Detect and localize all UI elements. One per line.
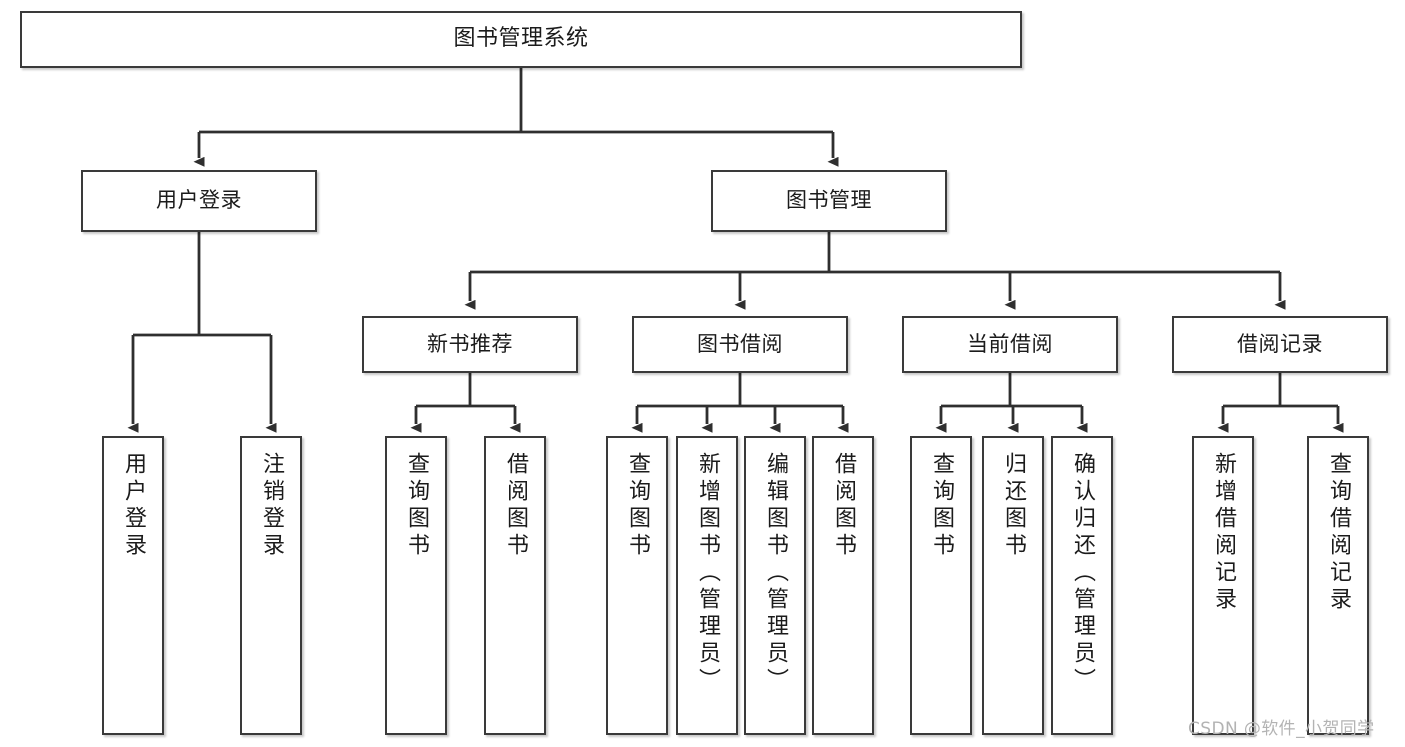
node-user-login[interactable]: 用户登录 (81, 170, 317, 232)
node-leaf-logout[interactable]: 注销登录 (240, 436, 302, 735)
node-leaf-query-record-label: 查询借阅记录 (1326, 452, 1351, 614)
node-book-manage-label: 图书管理 (786, 188, 872, 213)
node-leaf-query-book-3-label: 查询图书 (929, 452, 954, 560)
node-root-label: 图书管理系统 (453, 26, 589, 52)
node-leaf-return-book[interactable]: 归还图书 (982, 436, 1044, 735)
node-root[interactable]: 图书管理系统 (20, 11, 1022, 68)
node-leaf-add-record-label: 新增借阅记录 (1211, 452, 1236, 614)
node-current-borrow-label: 当前借阅 (967, 331, 1053, 356)
node-new-book-rec-label: 新书推荐 (427, 331, 513, 356)
node-borrow-record[interactable]: 借阅记录 (1172, 316, 1388, 373)
node-leaf-user-login[interactable]: 用户登录 (102, 436, 164, 735)
node-leaf-user-login-label: 用户登录 (121, 452, 146, 560)
node-leaf-query-book-1[interactable]: 查询图书 (385, 436, 447, 735)
node-book-borrow-label: 图书借阅 (697, 331, 783, 356)
node-user-login-label: 用户登录 (156, 188, 242, 213)
node-leaf-borrow-book-2-label: 借阅图书 (831, 452, 856, 560)
node-leaf-add-book[interactable]: 新增图书（管理员） (676, 436, 738, 735)
node-leaf-logout-label: 注销登录 (259, 452, 284, 560)
node-book-borrow[interactable]: 图书借阅 (632, 316, 848, 373)
node-leaf-confirm-return[interactable]: 确认归还（管理员） (1051, 436, 1113, 735)
node-leaf-query-record[interactable]: 查询借阅记录 (1307, 436, 1369, 735)
node-leaf-borrow-book-1[interactable]: 借阅图书 (484, 436, 546, 735)
node-leaf-add-book-label: 新增图书（管理员） (695, 452, 720, 695)
node-leaf-query-book-1-label: 查询图书 (404, 452, 429, 560)
node-borrow-record-label: 借阅记录 (1237, 331, 1323, 356)
node-leaf-borrow-book-1-label: 借阅图书 (503, 452, 528, 560)
node-leaf-return-book-label: 归还图书 (1001, 452, 1026, 560)
node-leaf-edit-book-label: 编辑图书（管理员） (763, 452, 788, 695)
node-leaf-query-book-2[interactable]: 查询图书 (606, 436, 668, 735)
node-current-borrow[interactable]: 当前借阅 (902, 316, 1118, 373)
node-leaf-add-record[interactable]: 新增借阅记录 (1192, 436, 1254, 735)
node-leaf-query-book-3[interactable]: 查询图书 (910, 436, 972, 735)
node-leaf-edit-book[interactable]: 编辑图书（管理员） (744, 436, 806, 735)
node-leaf-borrow-book-2[interactable]: 借阅图书 (812, 436, 874, 735)
node-leaf-query-book-2-label: 查询图书 (625, 452, 650, 560)
node-leaf-confirm-return-label: 确认归还（管理员） (1070, 452, 1095, 695)
node-new-book-rec[interactable]: 新书推荐 (362, 316, 578, 373)
node-book-manage[interactable]: 图书管理 (711, 170, 947, 232)
